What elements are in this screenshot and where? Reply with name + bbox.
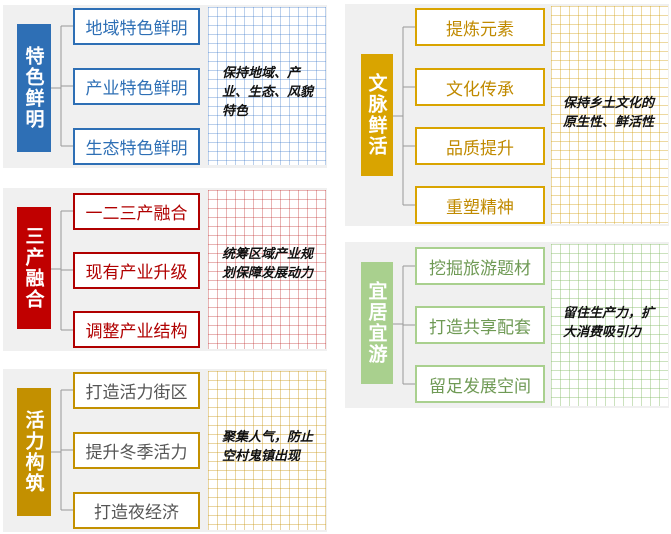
item-quality-improvement: 品质提升 [415, 127, 545, 165]
item-tourism-themes: 挖掘旅游题材 [415, 247, 545, 285]
item-regional-features: 地域特色鲜明 [73, 8, 200, 45]
note-text: 保持地域、产业、生态、风貌特色 [222, 66, 314, 119]
category-label: 三产融合 [17, 207, 51, 329]
note-text: 统筹区域产业规划保障发展动力 [222, 247, 314, 281]
connector-lines [393, 26, 415, 206]
note-text: 聚集人气，防止空村鬼镇出现 [222, 430, 314, 464]
item-ecology-features: 生态特色鲜明 [73, 128, 200, 165]
grid-note-area [208, 7, 326, 165]
item-shared-facilities: 打造共享配套 [415, 306, 545, 344]
connector-lines [51, 210, 73, 331]
item-winter-vitality: 提升冬季活力 [73, 432, 200, 469]
item-development-space: 留足发展空间 [415, 365, 545, 403]
grid-note-area [551, 6, 668, 224]
category-label: 宜居宜游 [361, 262, 393, 384]
grid-note-area [208, 371, 326, 530]
item-night-economy: 打造夜经济 [73, 492, 200, 529]
grid-note-area [208, 190, 326, 349]
category-label: 特色鲜明 [17, 24, 51, 152]
item-industry-structure: 调整产业结构 [73, 311, 200, 348]
connector-lines [51, 25, 73, 147]
note-text: 留住生产力，扩大消费吸引力 [563, 306, 655, 340]
item-cultural-heritage: 文化传承 [415, 68, 545, 106]
note-text: 保持乡土文化的原生性、鲜活性 [563, 96, 655, 130]
item-reshape-spirit: 重塑精神 [415, 186, 545, 224]
item-industry-features: 产业特色鲜明 [73, 68, 200, 105]
connector-lines [393, 265, 415, 385]
grid-note-area [551, 244, 668, 406]
item-extract-elements: 提炼元素 [415, 8, 545, 46]
item-vibrant-district: 打造活力街区 [73, 372, 200, 409]
item-industry-upgrade: 现有产业升级 [73, 252, 200, 289]
category-label: 活力构筑 [17, 388, 51, 516]
connector-lines [51, 389, 73, 511]
item-primary-secondary-tertiary: 一二三产融合 [73, 193, 200, 230]
category-label: 文脉鲜活 [361, 54, 393, 176]
